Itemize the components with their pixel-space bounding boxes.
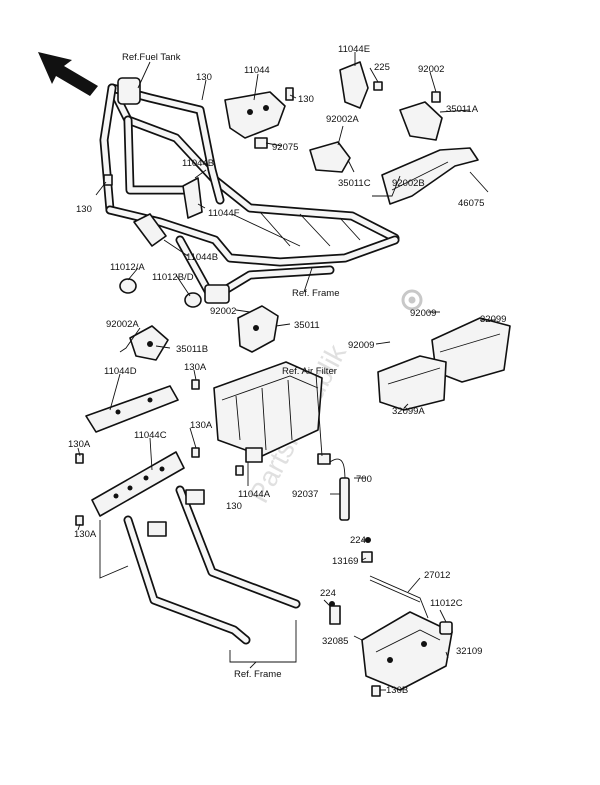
label-130a-2: 130A bbox=[190, 420, 213, 431]
bolt-130-left bbox=[103, 174, 113, 186]
battery-tray-32109 bbox=[361, 611, 453, 691]
rod-27012 bbox=[369, 575, 429, 619]
label-225: 225 bbox=[374, 62, 390, 73]
label-92002a-top: 92002A bbox=[326, 114, 359, 125]
part-13169 bbox=[361, 551, 373, 563]
label-224-b: 224 bbox=[320, 588, 336, 599]
label-35011: 35011 bbox=[294, 320, 320, 331]
label-11012a: 11012/A bbox=[110, 262, 145, 273]
label-92002-mid: 92002 bbox=[210, 306, 236, 317]
label-92009-mid: 92009 bbox=[348, 340, 374, 351]
bracket-35011b bbox=[129, 325, 169, 361]
label-130-mid: 130 bbox=[298, 94, 314, 105]
lower-subframe bbox=[99, 485, 301, 663]
label-35011b: 35011B bbox=[176, 344, 208, 355]
label-92002b: 92002B bbox=[392, 178, 425, 189]
label-11044f: 11044F bbox=[208, 208, 240, 219]
label-11044d: 11044D bbox=[104, 366, 137, 377]
bracket-35011c bbox=[309, 141, 351, 173]
label-ref-frame-top: Ref. Frame bbox=[292, 288, 340, 299]
part-labels: Ref.Fuel Tank 130 11044 130 11044E 225 9… bbox=[68, 44, 506, 696]
label-130b: 130B bbox=[386, 685, 408, 696]
label-11044: 11044 bbox=[244, 65, 270, 76]
label-130-left: 130 bbox=[76, 204, 92, 215]
label-130-low: 130 bbox=[226, 501, 242, 512]
label-11044b-mid: 11044B bbox=[186, 252, 218, 263]
label-11044b-top: 11044B bbox=[182, 158, 214, 169]
tube-700 bbox=[317, 453, 350, 521]
label-92075: 92075 bbox=[272, 142, 298, 153]
label-130a-1: 130A bbox=[184, 362, 207, 373]
label-ref-frame-bottom: Ref. Frame bbox=[234, 669, 282, 680]
grab-rail-46075 bbox=[381, 147, 479, 205]
label-92037: 92037 bbox=[292, 489, 318, 500]
front-arrow-icon bbox=[38, 52, 98, 96]
label-224-a: 224 bbox=[350, 535, 366, 546]
label-130a-4: 130A bbox=[74, 529, 97, 540]
label-13169: 13169 bbox=[332, 556, 358, 567]
bracket-35011a bbox=[399, 91, 443, 141]
label-ref-air-filter: Ref. Air Filter bbox=[282, 366, 337, 377]
bracket-11044f bbox=[182, 177, 203, 219]
cap-11012bd bbox=[184, 292, 202, 308]
label-ref-fuel-tank: Ref.Fuel Tank bbox=[122, 52, 181, 63]
label-35011c: 35011C bbox=[338, 178, 371, 189]
bolt-130a bbox=[75, 379, 244, 526]
label-92002a-left: 92002A bbox=[106, 319, 139, 330]
label-11012bd: 11012B/D bbox=[152, 272, 194, 283]
cover-32099 bbox=[431, 317, 511, 383]
bolt-130b bbox=[371, 685, 381, 697]
label-700: 700 bbox=[356, 474, 372, 485]
leader-lines bbox=[77, 52, 496, 691]
cover-32099a bbox=[377, 355, 447, 411]
main-frame bbox=[99, 77, 400, 304]
bracket-11044e bbox=[339, 61, 383, 109]
bracket-11044 bbox=[224, 87, 294, 149]
bracket-11044c bbox=[91, 451, 185, 517]
label-92009-right: 92009 bbox=[410, 308, 436, 319]
label-32099a: 32099A bbox=[392, 406, 425, 417]
bracket-11044d bbox=[85, 385, 179, 433]
label-11012c: 11012C bbox=[430, 598, 463, 609]
label-27012: 27012 bbox=[424, 570, 450, 581]
air-filter-box bbox=[213, 361, 323, 463]
part-224 bbox=[329, 537, 371, 625]
label-32109: 32109 bbox=[456, 646, 482, 657]
label-11044c: 11044C bbox=[134, 430, 167, 441]
label-46075: 46075 bbox=[458, 198, 484, 209]
label-32085: 32085 bbox=[322, 636, 348, 647]
label-11044a: 11044A bbox=[238, 489, 271, 500]
label-11044e: 11044E bbox=[338, 44, 370, 55]
bracket-11044b bbox=[133, 213, 167, 247]
label-32099: 32099 bbox=[480, 314, 506, 325]
label-92002-top: 92002 bbox=[418, 64, 444, 75]
cap-11012c bbox=[439, 621, 453, 635]
label-35011a: 35011A bbox=[446, 104, 479, 115]
bracket-35011 bbox=[237, 305, 279, 353]
cap-11012a bbox=[119, 278, 137, 294]
label-130a-3: 130A bbox=[68, 439, 91, 450]
gear-logo-icon bbox=[401, 289, 423, 311]
label-130-top: 130 bbox=[196, 72, 212, 83]
